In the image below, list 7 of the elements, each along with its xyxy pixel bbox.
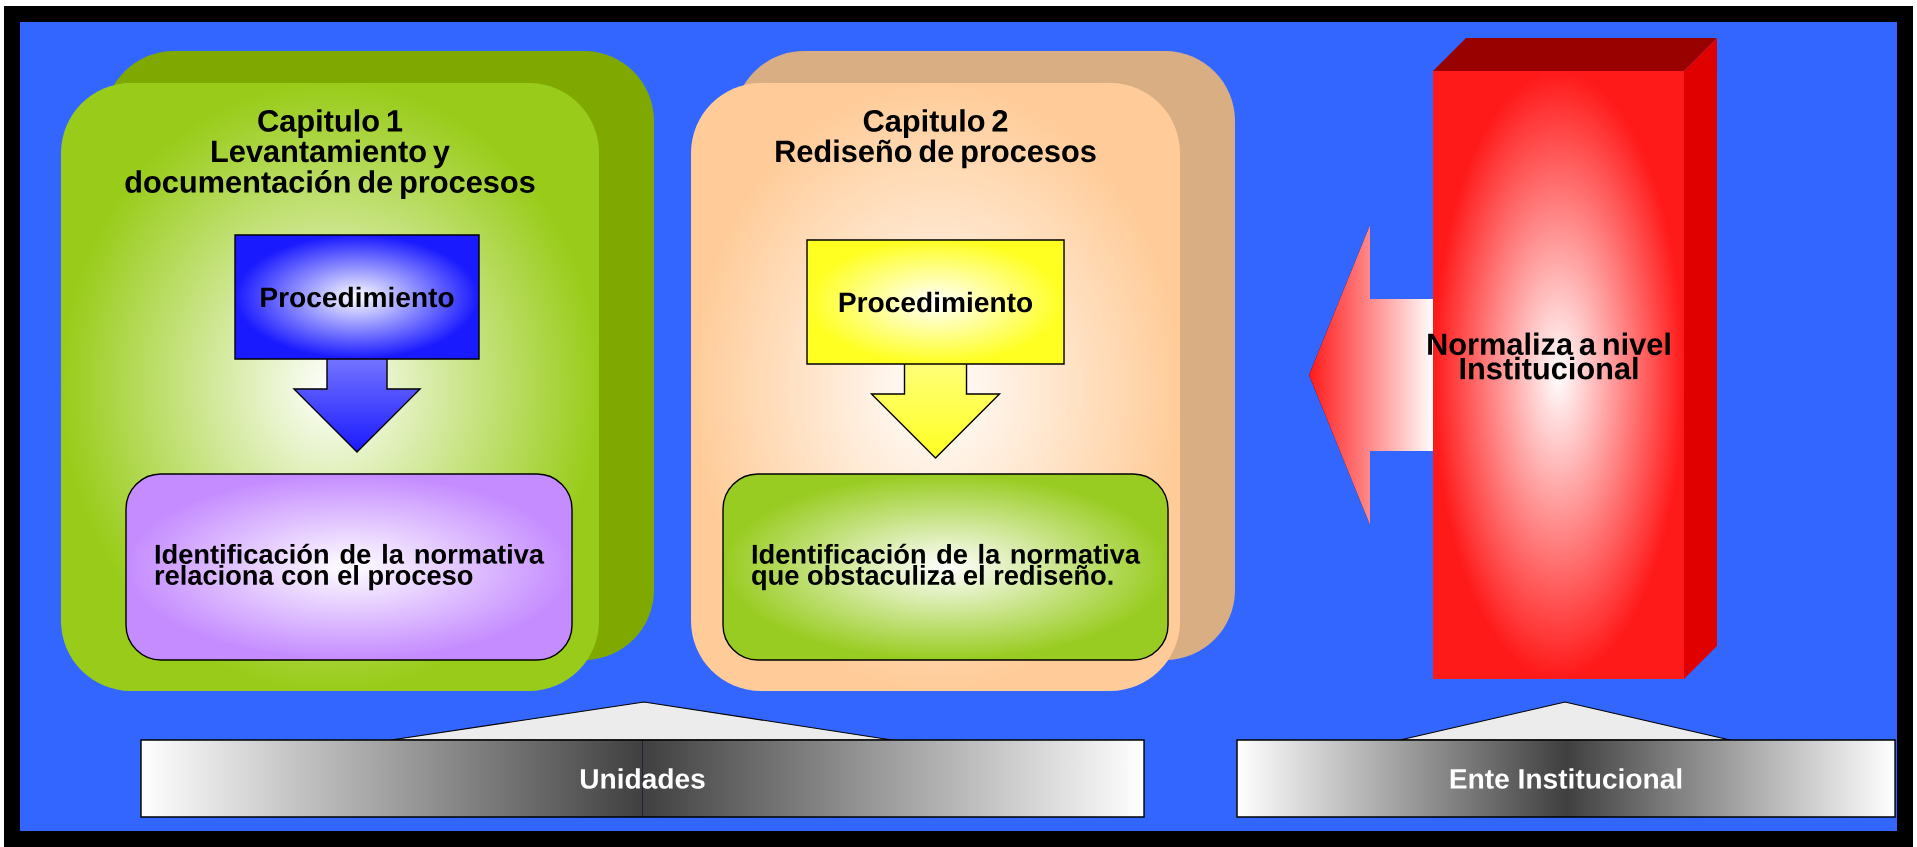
node-label: Normaliza a nivel Institucional (1428, 332, 1670, 380)
down-arrow-callout: Procedimiento (234, 234, 480, 453)
up-arrow-callout: Unidades (140, 701, 1145, 818)
down-arrow-callout: Procedimiento (806, 239, 1065, 459)
rounded-box: Identificación de la normativa relaciona con el proceso (125, 473, 573, 661)
up-arrow-callout: Ente Institucional (1236, 701, 1896, 818)
rounded-box: Identificación de la normativa que obstaculiza el rediseño. (722, 473, 1169, 661)
